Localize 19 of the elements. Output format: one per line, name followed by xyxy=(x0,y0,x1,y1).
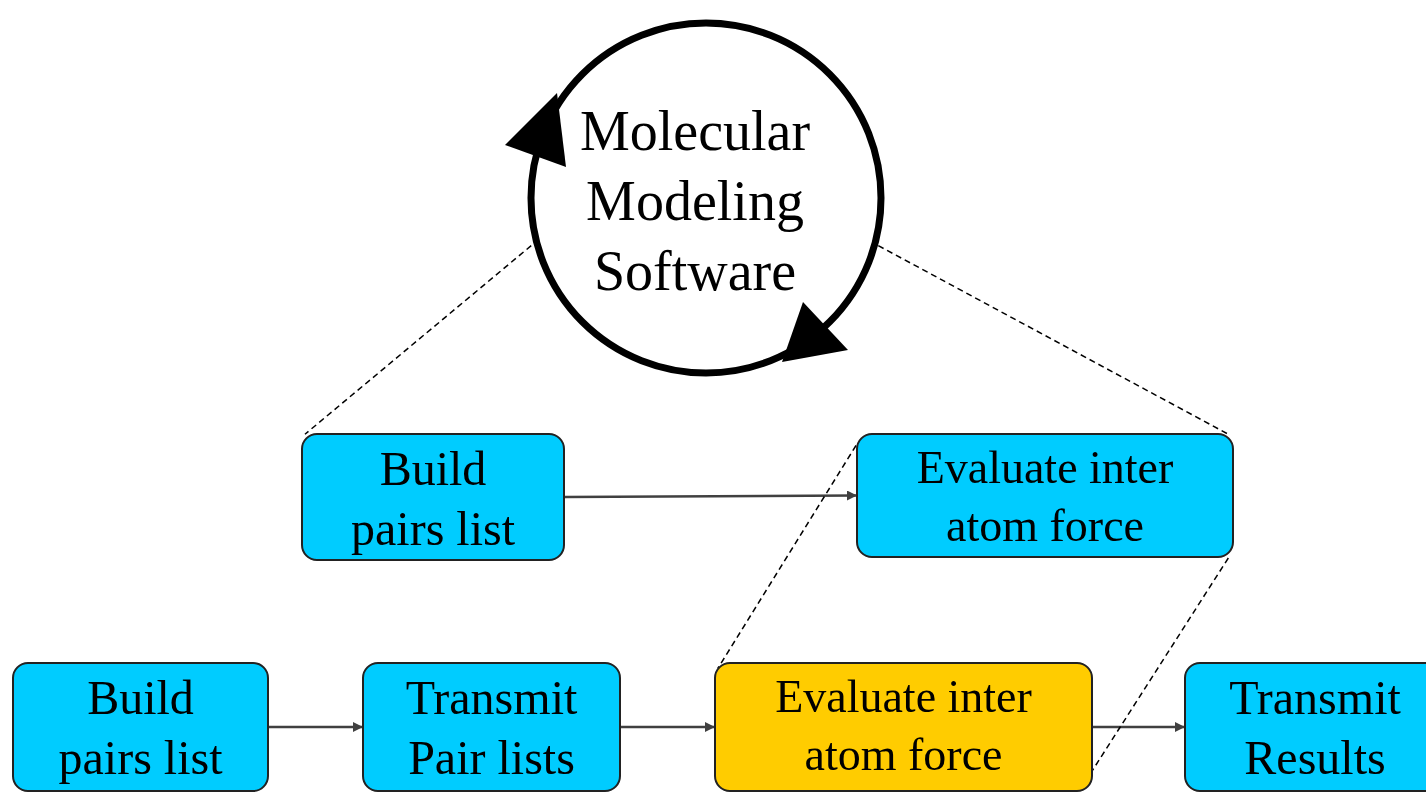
process-box xyxy=(12,662,269,792)
arrow xyxy=(1093,722,1185,732)
arrow xyxy=(621,722,715,732)
node-label: Evaluate inter atom force xyxy=(774,670,1033,782)
process-box xyxy=(301,433,565,561)
node-label: Transmit Results xyxy=(1228,670,1402,786)
node-label: Build pairs list xyxy=(57,670,224,786)
node-label: Molecular Modeling Software xyxy=(578,99,812,304)
dashed-guide-line xyxy=(304,244,532,436)
node-label: Build pairs list xyxy=(350,441,516,557)
arrow xyxy=(565,490,857,501)
process-box xyxy=(714,662,1093,792)
process-box xyxy=(856,433,1234,558)
node-label: Evaluate inter atom force xyxy=(915,441,1175,553)
process-box xyxy=(1184,662,1426,792)
node-label: Transmit Pair lists xyxy=(404,670,579,786)
dashed-guide-line xyxy=(877,244,1230,435)
arrow xyxy=(269,722,363,732)
process-box xyxy=(362,662,621,792)
